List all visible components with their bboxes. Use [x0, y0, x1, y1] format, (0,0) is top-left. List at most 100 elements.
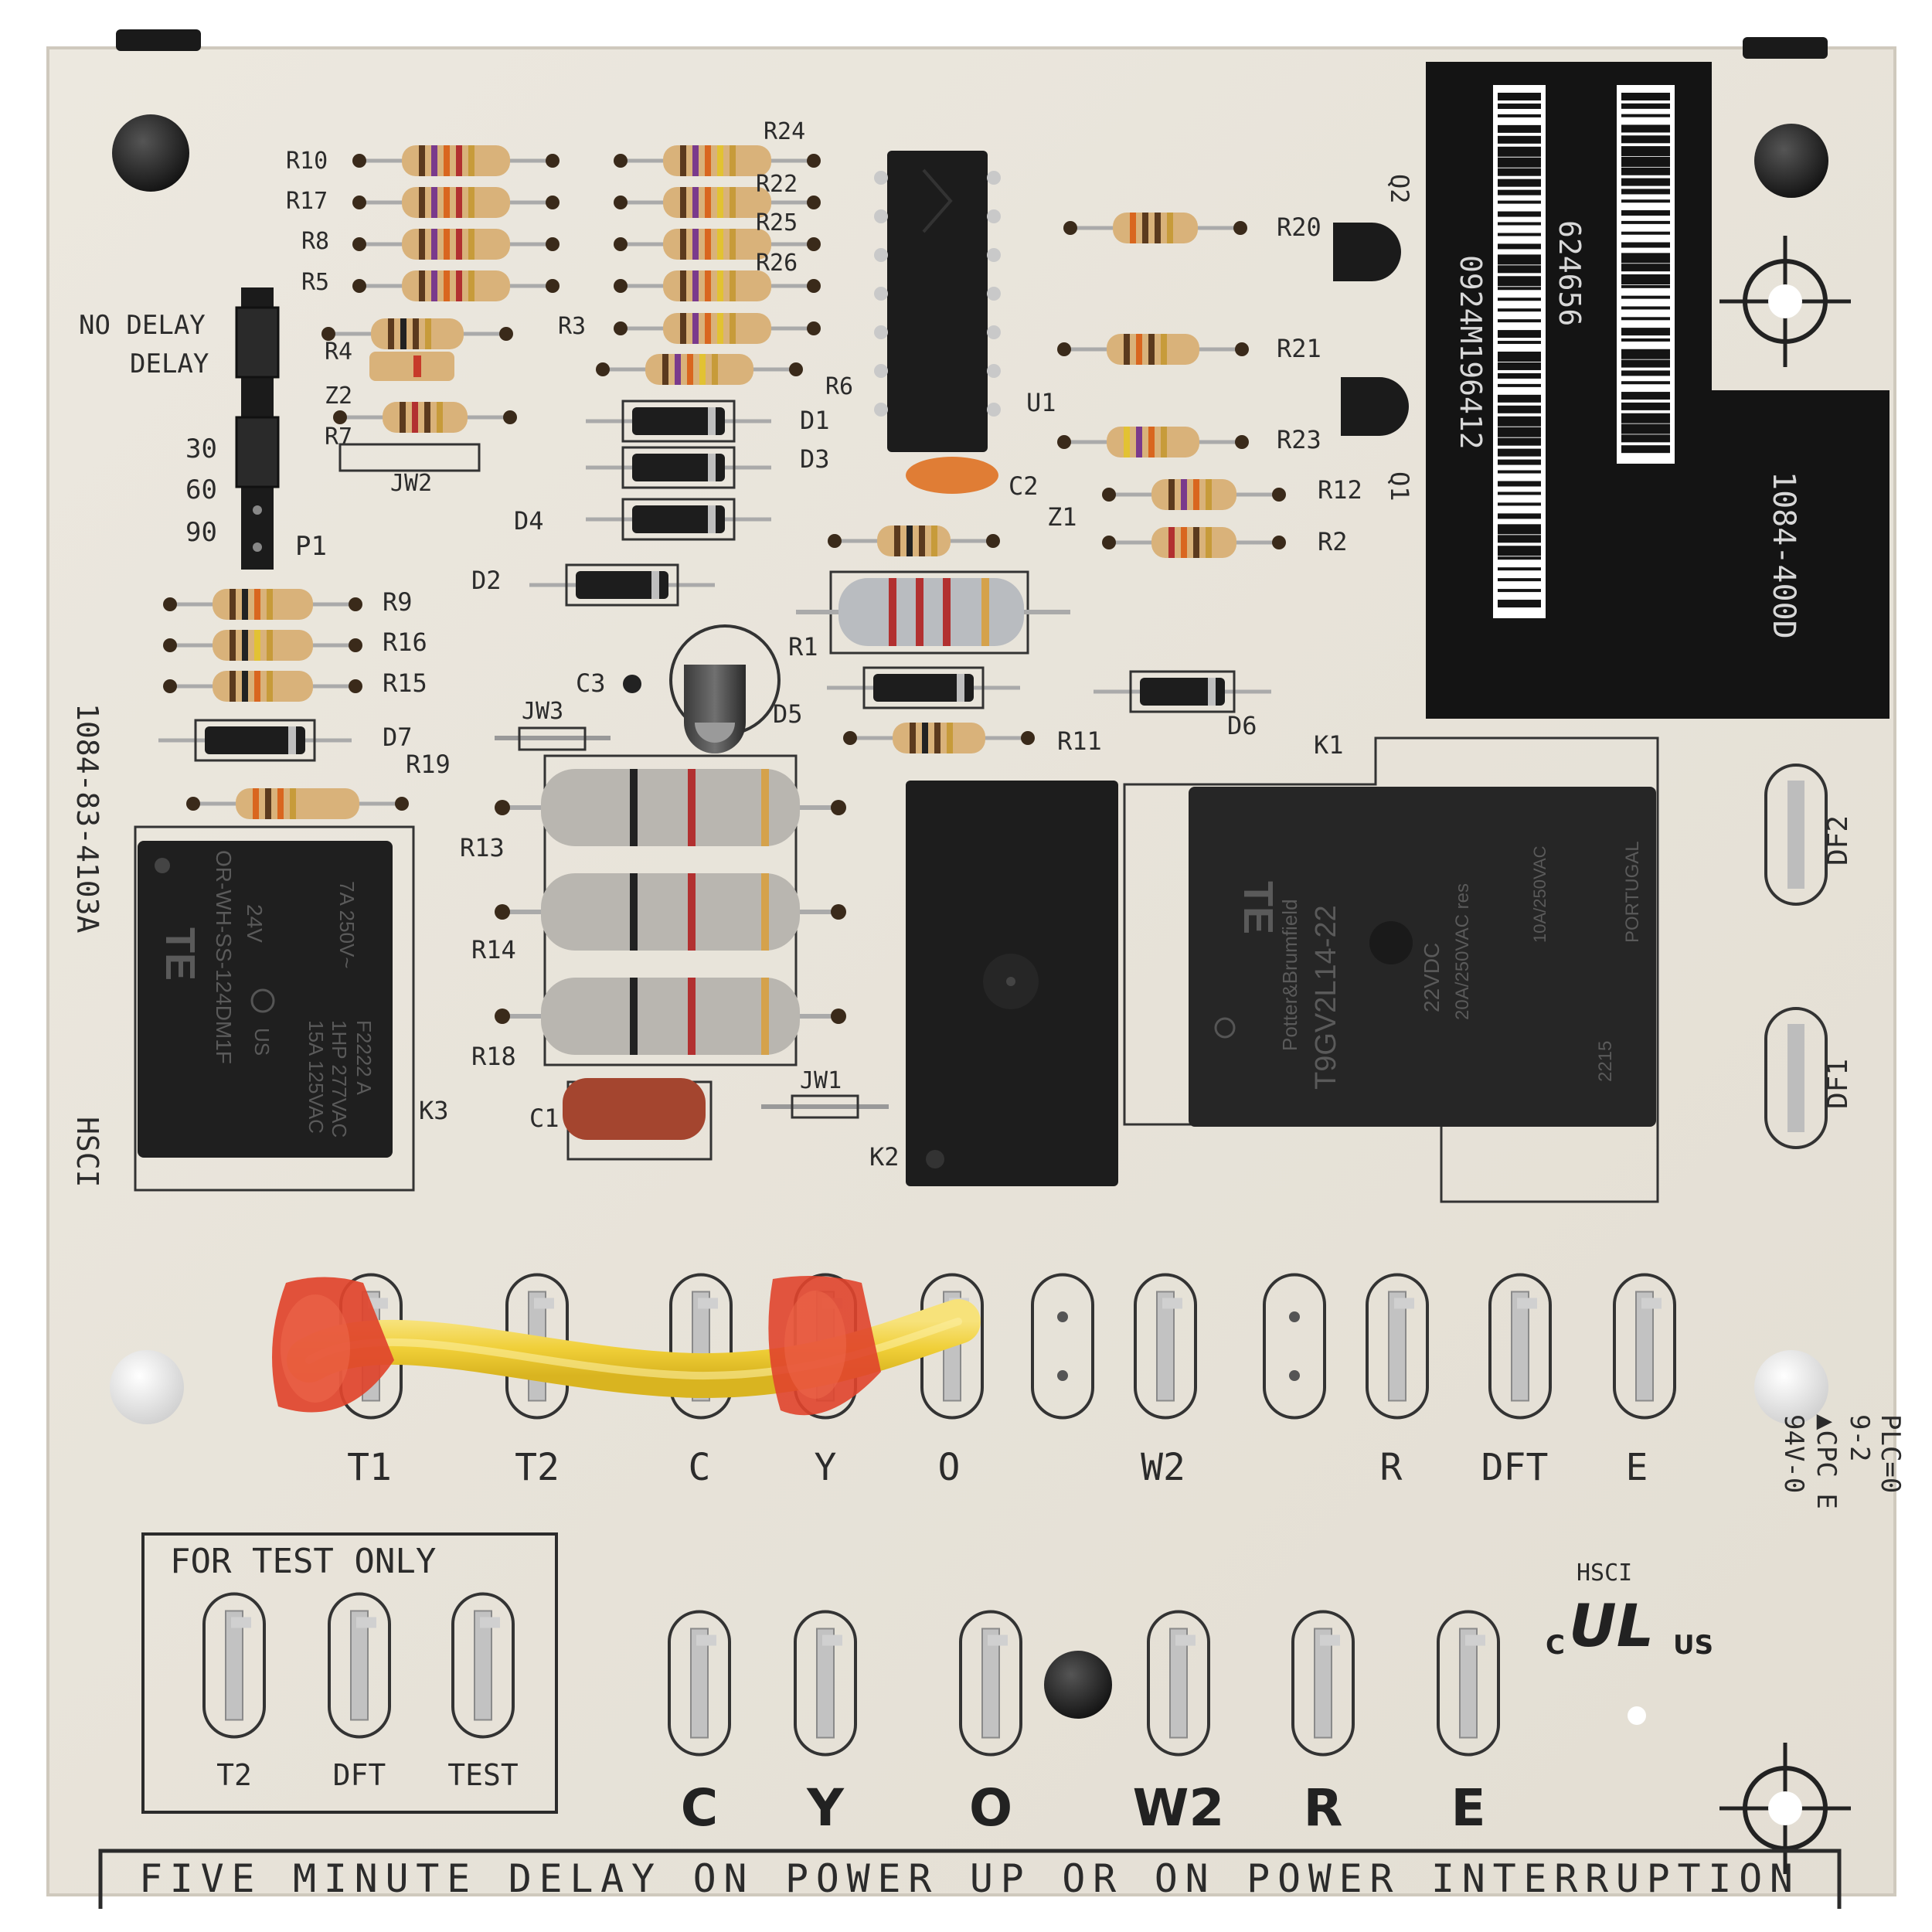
terminal-label-r: R [1380, 1446, 1403, 1489]
label-r7: R7 [325, 423, 352, 451]
label-90: 90 [185, 517, 217, 548]
terminal-top[interactable] [1366, 1273, 1429, 1420]
diode-d1 [586, 400, 771, 443]
standoff-top-left [112, 114, 189, 192]
ul-mark: UL [1569, 1591, 1654, 1660]
relay-k1: TE Potter&Brumfield T9GV2L14-22 22VDC 20… [1123, 736, 1659, 1203]
resistor-mid [614, 229, 821, 260]
label-r18: R18 [471, 1042, 516, 1071]
resistor-group [163, 145, 1286, 819]
bottom-terminal-label: W2 [1133, 1778, 1225, 1838]
label-r6: R6 [825, 373, 853, 400]
resistor-mid [614, 270, 821, 301]
standoff-white-right [1754, 1350, 1828, 1424]
label-u1: U1 [1026, 388, 1056, 417]
bottom-terminal-label: C [681, 1778, 718, 1838]
terminal-test[interactable] [451, 1592, 515, 1739]
test-box [141, 1532, 558, 1814]
terminal-bottom[interactable] [1291, 1610, 1355, 1757]
relay-k3-brand: TE [157, 927, 203, 981]
resistor-mid [596, 354, 803, 385]
label-60: 60 [185, 474, 217, 505]
terminal-test[interactable] [202, 1592, 266, 1739]
label-d4: D4 [514, 506, 544, 536]
label-d3: D3 [800, 444, 830, 474]
wire-nut-right[interactable] [768, 1276, 881, 1416]
label-z2: Z2 [325, 383, 352, 410]
label-r8: R8 [301, 228, 329, 255]
resistor-left [352, 145, 560, 176]
label-k3: K3 [419, 1096, 449, 1125]
caption-frame [98, 1849, 1842, 1909]
ic-u1 [874, 151, 1001, 452]
terminal-bottom[interactable] [959, 1610, 1022, 1757]
resistor-left [352, 229, 560, 260]
terminal-top[interactable] [1263, 1273, 1326, 1420]
terminal-top[interactable] [1031, 1273, 1094, 1420]
barcode-serial: 0924M196412 [1454, 255, 1488, 450]
resistor-r12 [1102, 479, 1286, 510]
resistor-r2 [1102, 527, 1286, 558]
test-label: T2 [216, 1758, 252, 1792]
relay-k1-sub: Potter&Brumfield [1278, 899, 1301, 1051]
resistor-r20 [1063, 213, 1247, 243]
terminal-top[interactable] [1613, 1273, 1676, 1420]
relay-k1-date: 2215 [1595, 1041, 1616, 1082]
label-r5: R5 [301, 269, 329, 296]
label-c1: C1 [529, 1104, 560, 1133]
terminal-test[interactable] [328, 1592, 391, 1739]
terminal-label-dft: DFT [1481, 1446, 1549, 1489]
terminal-df1[interactable] [1764, 1007, 1828, 1149]
label-jw2: JW2 [390, 470, 432, 497]
bottom-terminal-label: E [1451, 1778, 1485, 1838]
capacitor-c2 [906, 457, 998, 494]
label-r25: R25 [756, 209, 798, 236]
part-number-side: 1084-83-4103A [70, 703, 104, 934]
ul-us: US [1673, 1630, 1713, 1661]
test-box-title: FOR TEST ONLY [170, 1542, 436, 1581]
resistor-r1 [796, 570, 1070, 655]
label-jw3: JW3 [522, 698, 563, 725]
terminal-bottom[interactable] [794, 1610, 857, 1757]
capacitor-c1 [563, 1078, 713, 1161]
terminal-bottom[interactable] [668, 1610, 731, 1757]
label-r22: R22 [756, 171, 798, 198]
test-label: TEST [447, 1758, 519, 1792]
maker-side: HSCI [70, 1117, 104, 1188]
diode-d7 [158, 719, 352, 762]
label-jw1: JW1 [800, 1067, 842, 1094]
label-r14: R14 [471, 935, 516, 964]
relay-k3-rating1: 15A 125VAC [304, 1020, 328, 1134]
terminal-bottom[interactable] [1437, 1610, 1500, 1757]
relay-k3-rating3: 7A 250V~ [335, 881, 359, 969]
label-r4: R4 [325, 338, 352, 366]
label-r3: R3 [558, 313, 586, 340]
wire-nut-left[interactable] [272, 1277, 394, 1413]
terminal-top[interactable] [1488, 1273, 1552, 1420]
label-d5: D5 [773, 699, 803, 729]
relay-k3-rating2: 1HP 277VAC [328, 1020, 351, 1138]
label-r12: R12 [1318, 475, 1362, 505]
terminal-bottom[interactable] [1147, 1610, 1210, 1757]
label-d2: D2 [471, 566, 502, 595]
jumper-header-p1[interactable] [235, 287, 280, 570]
jw2-outline [338, 443, 481, 472]
relay-k1-origin: PORTUGAL [1622, 841, 1643, 943]
label-d1: D1 [800, 406, 830, 435]
label-d6: D6 [1227, 711, 1257, 740]
label-r26: R26 [756, 250, 798, 277]
terminal-top[interactable] [1134, 1273, 1197, 1420]
capacitor-c3 [623, 624, 781, 753]
resistor-r16 [163, 630, 362, 661]
label-r15: R15 [383, 668, 427, 698]
standoff-white-left [110, 1350, 184, 1424]
resistor-r9 [163, 589, 362, 620]
terminal-df2[interactable] [1764, 764, 1828, 906]
label-r20: R20 [1277, 213, 1321, 242]
jumper-wire-yellow[interactable] [287, 1299, 981, 1399]
plc-line: ▲CPC E [1811, 1414, 1842, 1509]
resistor-r7 [333, 402, 517, 433]
label-k2: K2 [869, 1142, 900, 1172]
